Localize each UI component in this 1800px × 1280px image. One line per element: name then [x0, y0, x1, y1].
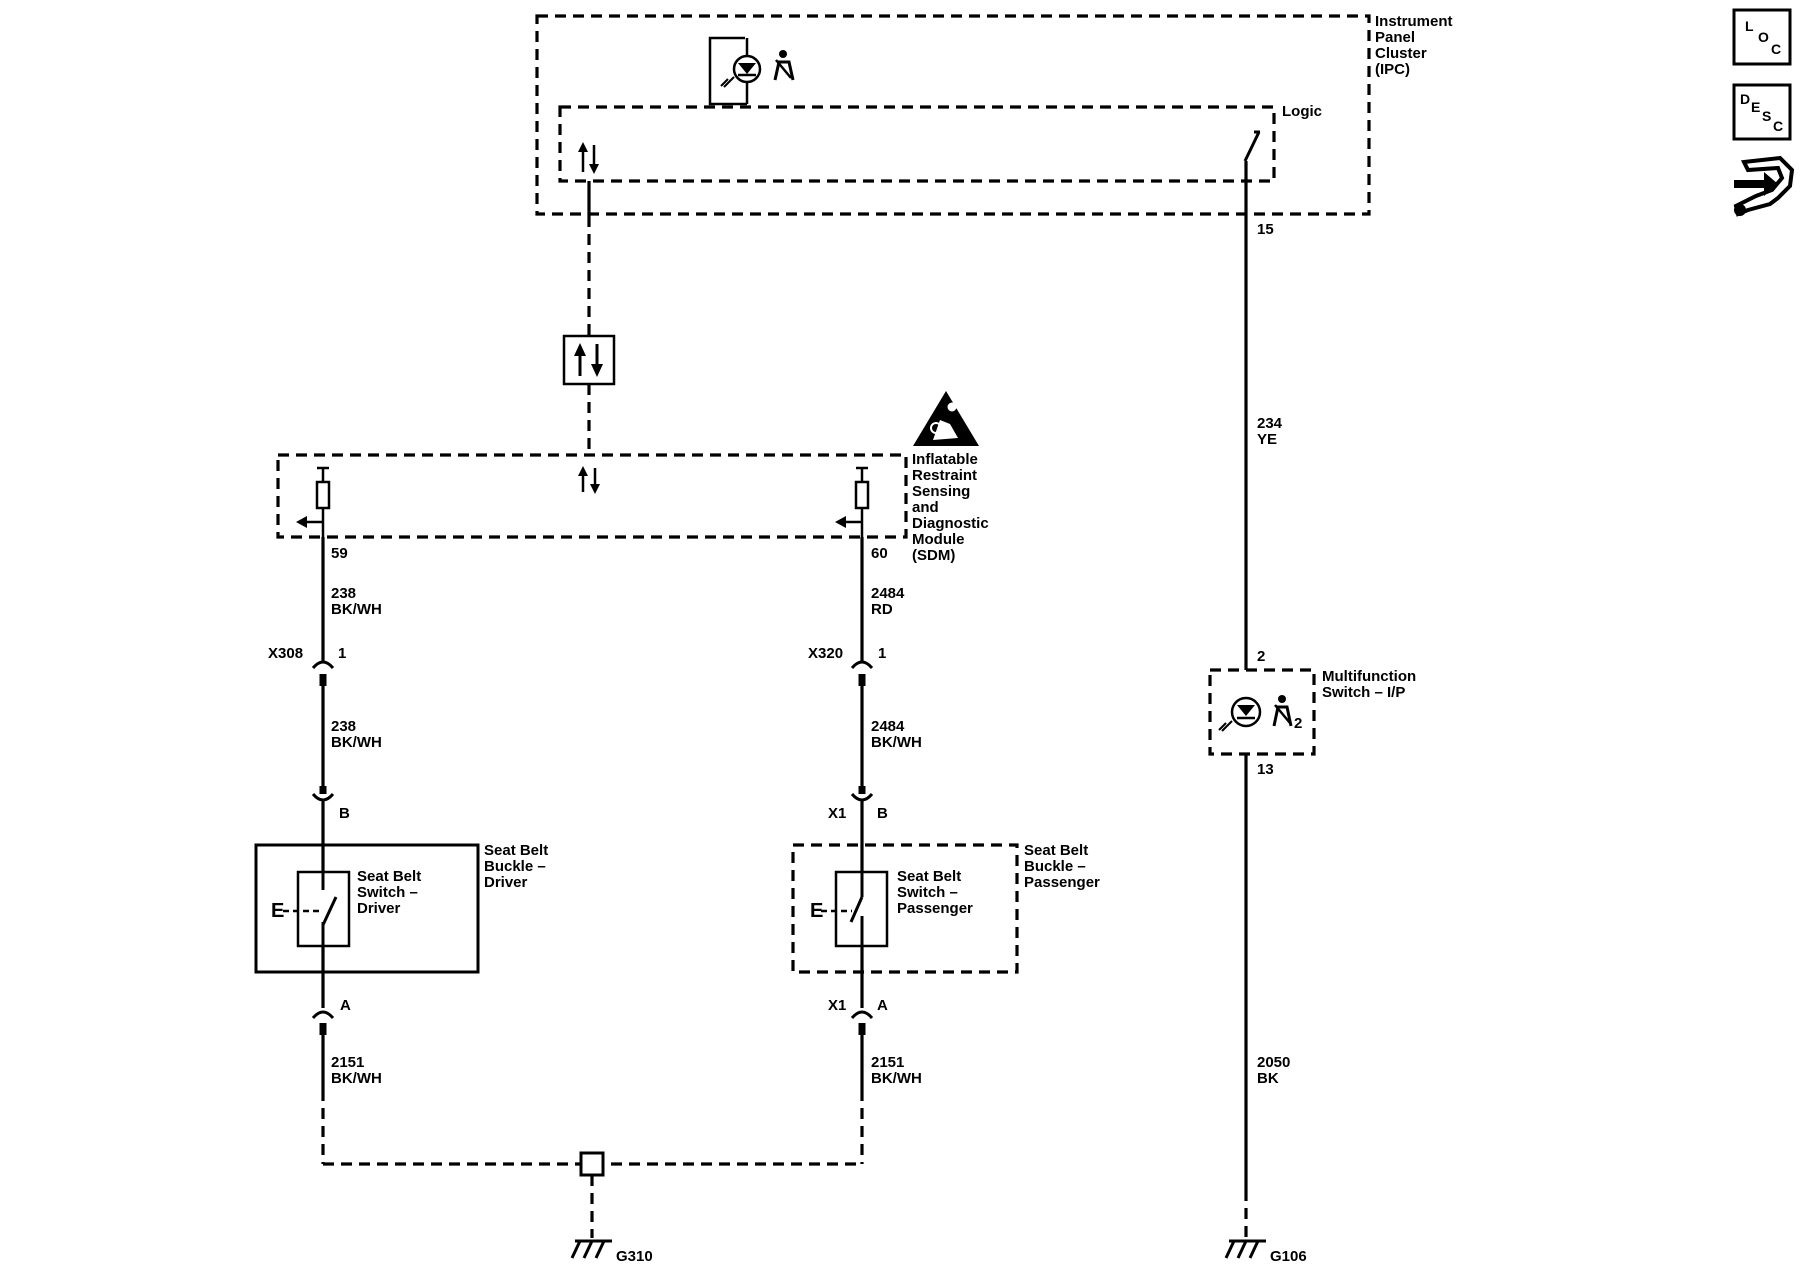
- wire-2151-driver-label: 2151 BK/WH: [331, 1054, 382, 1087]
- ground-g106-label: G106: [1270, 1248, 1307, 1265]
- mfs-inner-label: 2: [1294, 715, 1302, 732]
- driver-buckle-terminal-a-icon: [311, 1010, 335, 1035]
- ipc-lamp-control-circuit: 15 234 YE 2 Multifunction Switch – I/P 2…: [1208, 161, 1420, 1265]
- serial-data-link-box: [562, 334, 616, 386]
- location-button[interactable]: L O C: [1732, 8, 1792, 66]
- x308-connector-icon: [311, 660, 335, 686]
- svg-text:O: O: [1758, 29, 1769, 45]
- seat-belt-switch-driver-label: Seat Belt Switch – Driver: [357, 868, 425, 917]
- pin-59-label: 59: [331, 545, 348, 562]
- serial-data-link: [562, 181, 616, 455]
- seat-belt-buckle-passenger-outline: [791, 843, 1019, 974]
- x320-label: X320: [808, 645, 843, 662]
- passenger-terminal-b-label: B: [877, 805, 888, 822]
- driver-terminal-b-label: B: [339, 805, 350, 822]
- logic-outline: [558, 105, 1276, 183]
- pin-60-label: 60: [871, 545, 888, 562]
- ipc-module: Instrument Panel Cluster (IPC): [535, 13, 1457, 216]
- seat-belt-switch-passenger-label: Seat Belt Switch – Passenger: [897, 868, 973, 917]
- seat-belt-reminder-icon: [773, 50, 795, 81]
- wire-2484-lower-label: 2484 BK/WH: [871, 718, 922, 751]
- x308-label: X308: [268, 645, 303, 662]
- svg-text:C: C: [1773, 118, 1783, 134]
- svg-text:E: E: [1751, 99, 1760, 115]
- serial-data-link-arrows-icon: [574, 343, 603, 377]
- ground-g310-circuit: G310: [323, 1151, 862, 1265]
- passenger-switch-mechanical-label: E: [810, 900, 823, 922]
- repair-wrench-icon[interactable]: [1732, 150, 1795, 220]
- serial-data-arrows-icon: [578, 142, 599, 174]
- mfs-indicator-lamp-icon: [1218, 696, 1262, 732]
- multifunction-switch-outline: [1208, 668, 1316, 756]
- passenger-terminal-a-label: A: [877, 997, 888, 1014]
- driver-switch-contact-icon: [283, 872, 338, 946]
- driver-circuit: 59 238 BK/WH X308 1 238 BK/WH B Seat Bel…: [254, 537, 552, 1164]
- passenger-seat-belt-icon: [1272, 695, 1293, 727]
- description-button[interactable]: D E S C: [1732, 83, 1792, 141]
- wire-234-label: 234 YE: [1257, 415, 1286, 448]
- passenger-buckle-terminal-b-icon: [850, 786, 874, 802]
- wire-238-lower-label: 238 BK/WH: [331, 718, 382, 751]
- passenger-switch-contact-icon: [821, 872, 864, 946]
- mfs-pin-2-label: 2: [1257, 648, 1265, 665]
- logic-label: Logic: [1282, 103, 1322, 120]
- ipc-output-switch-icon: [1243, 130, 1261, 162]
- ipc-label: Instrument Panel Cluster (IPC): [1375, 13, 1457, 78]
- passenger-x1-bottom-label: X1: [828, 997, 846, 1014]
- sdm-module: Inflatable Restraint Sensing and Diagnos…: [276, 391, 993, 564]
- svg-text:L: L: [1745, 18, 1754, 34]
- driver-buckle-terminal-b-icon: [311, 786, 335, 802]
- ground-splice-box: [579, 1151, 605, 1177]
- mfs-pin-13-label: 13: [1257, 761, 1274, 778]
- sdm-outline: [276, 453, 908, 539]
- wire-238-upper-label: 238 BK/WH: [331, 585, 382, 618]
- passenger-x1-top-label: X1: [828, 805, 846, 822]
- svg-text:C: C: [1771, 41, 1781, 57]
- sdm-passenger-input-icon: [835, 466, 870, 537]
- sdm-serial-data-icon: [578, 466, 600, 494]
- passenger-circuit: 60 2484 RD X320 1 2484 BK/WH X1 B Seat B…: [791, 537, 1100, 1164]
- wire-2050-label: 2050 BK: [1257, 1054, 1295, 1087]
- ground-g310-icon: [570, 1239, 612, 1259]
- svg-text:D: D: [1740, 91, 1750, 107]
- ground-g310-label: G310: [616, 1248, 653, 1265]
- wire-2484-upper-label: 2484 RD: [871, 585, 909, 618]
- seat-belt-buckle-passenger-label: Seat Belt Buckle – Passenger: [1024, 842, 1100, 891]
- wire-2151-passenger-label: 2151 BK/WH: [871, 1054, 922, 1087]
- seat-belt-buckle-driver-outline: [254, 843, 480, 974]
- ground-g106-icon: [1224, 1239, 1266, 1259]
- airbag-warning-icon: [913, 391, 979, 446]
- passenger-buckle-terminal-a-icon: [850, 1010, 874, 1035]
- driver-switch-mechanical-label: E: [271, 900, 284, 922]
- driver-terminal-a-label: A: [340, 997, 351, 1014]
- seat-belt-indicator-lamp-icon: [708, 36, 762, 106]
- ipc-pin-15-label: 15: [1257, 221, 1274, 238]
- x320-connector-icon: [850, 660, 874, 686]
- seat-belt-buckle-driver-label: Seat Belt Buckle – Driver: [484, 842, 552, 891]
- multifunction-switch-label: Multifunction Switch – I/P: [1322, 668, 1420, 701]
- x308-pin-label: 1: [338, 645, 346, 662]
- sdm-label: Inflatable Restraint Sensing and Diagnos…: [912, 451, 993, 564]
- x320-pin-label: 1: [878, 645, 886, 662]
- ipc-outline: [535, 14, 1371, 216]
- svg-text:S: S: [1762, 108, 1771, 124]
- sdm-driver-input-icon: [296, 466, 331, 537]
- logic-box: Logic: [558, 103, 1322, 183]
